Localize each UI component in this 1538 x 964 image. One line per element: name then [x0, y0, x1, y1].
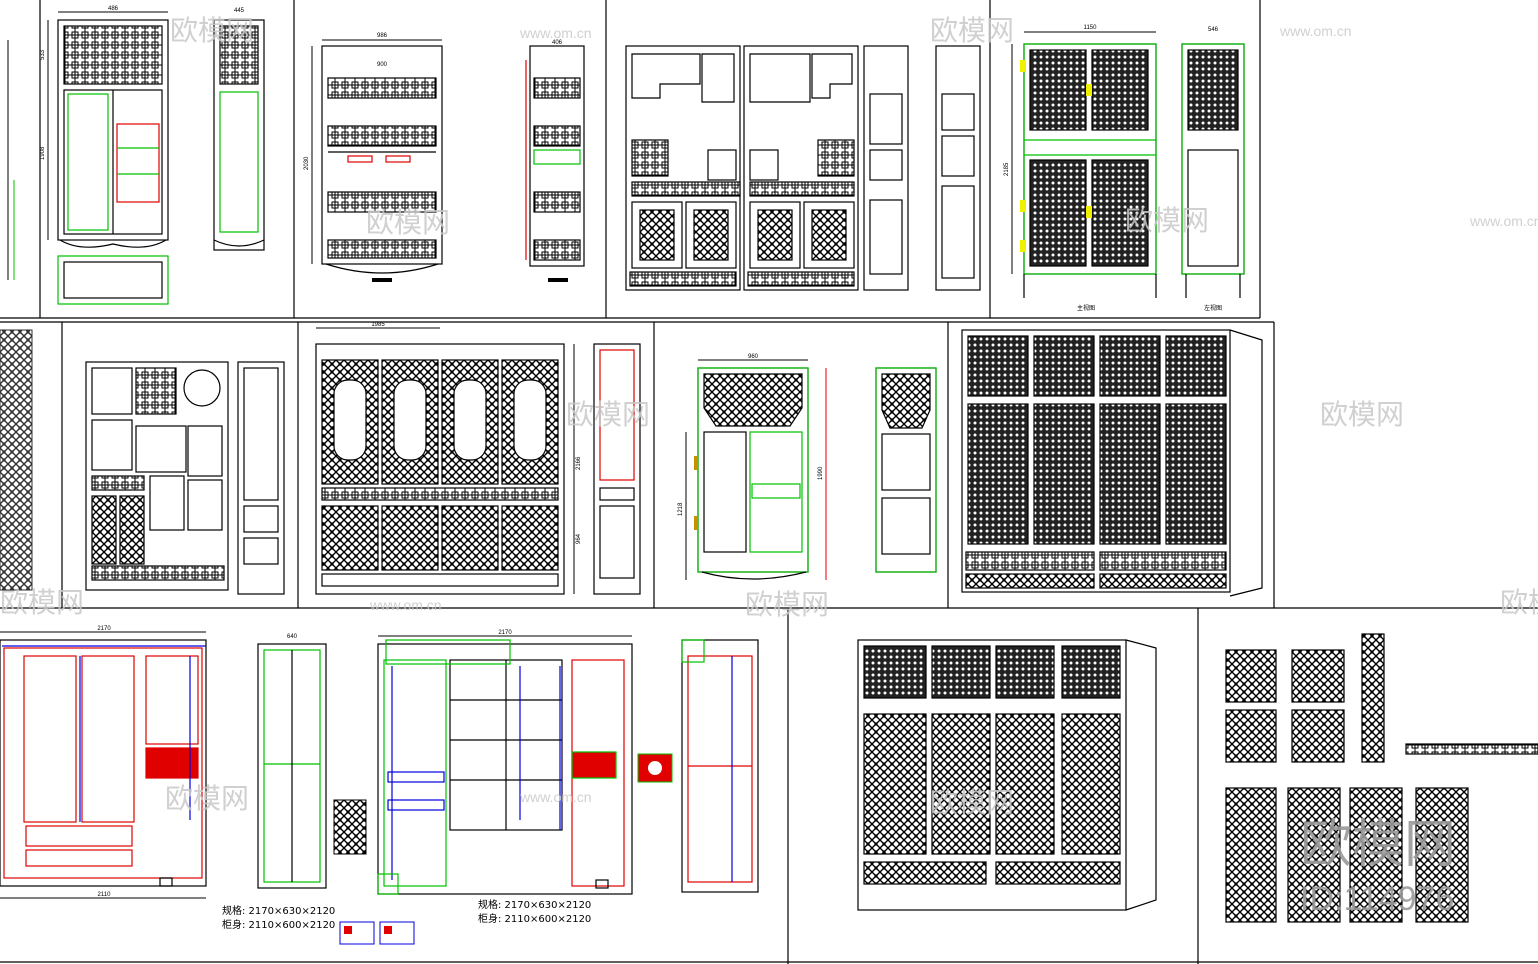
curio-cabinet-irregular-front: [85, 361, 229, 591]
dim-mid-lower: 964: [576, 533, 582, 544]
red-ornament-detail: [637, 753, 673, 783]
dim-panel-side: 546: [1208, 27, 1219, 33]
watermark-url-4: www.om.cn: [369, 597, 442, 613]
watermark-brand-10: 欧模网: [165, 782, 249, 815]
body-label-2: 柜身: 2110×600×2120: [478, 912, 591, 925]
wardrobe-lattice-front-view: [1020, 43, 1157, 298]
colored-wardrobe-side-view: [257, 643, 327, 889]
dim-arch-side: 1218: [678, 502, 684, 516]
arch-cabinet-side-view: [875, 367, 937, 573]
dim-side-depth: 445: [234, 8, 245, 14]
watermark-model-id: ID:114976: [1300, 880, 1454, 918]
big-watermark: 欧模网 ID:114976: [1300, 815, 1456, 918]
large-wardrobe-perspective: [857, 639, 1157, 911]
curio-cabinet-pair-front: [625, 45, 859, 291]
row-1-frames: [0, 0, 1261, 319]
left-edge-fragment-2: [0, 329, 33, 591]
dim-body-height: 1908: [40, 146, 46, 160]
curio-irregular-side: [237, 361, 285, 595]
row-2-frames: [0, 321, 1538, 609]
dim-bottom-inner: 2110: [98, 892, 112, 898]
spec-label-1: 规格: 2170×630×2120: [222, 904, 335, 917]
watermark-brand-2: 欧模网: [930, 14, 1014, 47]
watermark-brand-5: 欧模网: [566, 398, 650, 431]
dim-shelf-width: 986: [377, 33, 388, 39]
watermark-brand-8: 欧模网: [745, 588, 829, 621]
narrow-title-block: [548, 278, 568, 282]
dim-panel-width: 1150: [1084, 25, 1098, 31]
dim-mid-width: 1985: [371, 322, 385, 328]
panel-side-caption: 左视图: [1204, 304, 1222, 312]
carved-wardrobe-four-door-front: [315, 343, 565, 595]
dim-top-width: 486: [108, 6, 119, 12]
colored-shelving-wardrobe-front: [377, 639, 633, 895]
spec-block-2: 规格: 2170×630×2120 柜身: 2110×600×2120: [478, 898, 591, 925]
curio-side-views: [863, 45, 981, 291]
wardrobe-front-view-a: [57, 19, 169, 305]
watermark-url-5: www.om.cn: [519, 789, 592, 805]
watermark-url-2: www.om.cn: [1279, 23, 1352, 39]
dim-mid-height: 2166: [576, 456, 582, 470]
watermark-brand-4: 欧模网: [1125, 204, 1209, 237]
shelf-title-block: [372, 278, 392, 282]
colored-wardrobe-front-view: [0, 639, 207, 887]
dim-bottom-width: 2170: [97, 626, 111, 632]
watermark-brand-6: 欧模网: [1320, 398, 1404, 431]
dim-panel-height: 2185: [1004, 162, 1010, 176]
watermark-brand-7: 欧模网: [0, 586, 84, 619]
dim-shelf-inner: 900: [377, 62, 388, 68]
dim-shelf-height: 2030: [304, 156, 310, 170]
display-shelf-front-view: [321, 45, 443, 274]
watermark-brand-large: 欧模网: [1300, 815, 1456, 875]
watermark-brand-9: 欧模网: [1500, 586, 1538, 619]
dim-shelving-width: 2170: [498, 630, 512, 636]
watermark-brand-3: 欧模网: [366, 206, 450, 239]
arch-cabinet-front-view: [694, 367, 809, 580]
carved-panel-detail: [333, 799, 367, 855]
watermark-brand-1: 欧模网: [170, 14, 254, 47]
wardrobe-front-a-dimensions: 486 533 1908: [40, 6, 168, 240]
wardrobe-lattice-side-view: [1181, 43, 1245, 298]
watermark-url-1: www.om.cn: [519, 25, 592, 41]
dim-arch-height: 1990: [818, 466, 824, 480]
narrow-shelf-side-view: [525, 45, 585, 267]
dim-arch-width: 960: [748, 354, 759, 360]
left-edge-fragment: [7, 40, 15, 280]
body-label-1: 柜身: 2110×600×2120: [222, 918, 335, 931]
carved-wardrobe-side: [593, 343, 641, 595]
wardrobe-side-view-a: [213, 19, 265, 251]
small-detail-thumbs: [339, 921, 415, 945]
dim-narrow-width: 406: [552, 40, 563, 46]
watermarks: 欧模网 www.om.cn 欧模网 www.om.cn 欧模网 欧模网 www.…: [0, 14, 1538, 819]
colored-shelving-side-view: [681, 639, 759, 893]
watermark-url-3: www.om.cn: [1469, 213, 1538, 229]
spec-block-1: 规格: 2170×630×2120 柜身: 2110×600×2120: [222, 904, 335, 931]
dim-bottom-side: 640: [287, 634, 298, 640]
spec-label-2: 规格: 2170×630×2120: [478, 898, 591, 911]
carved-panel-samples: [1225, 633, 1538, 923]
dim-top-height: 533: [40, 49, 46, 60]
watermark-brand-11: 欧模网: [930, 786, 1014, 819]
row-3-frames: [0, 608, 1538, 964]
panel-front-caption: 主视图: [1077, 304, 1095, 312]
large-carved-wardrobe-front: [961, 329, 1263, 597]
